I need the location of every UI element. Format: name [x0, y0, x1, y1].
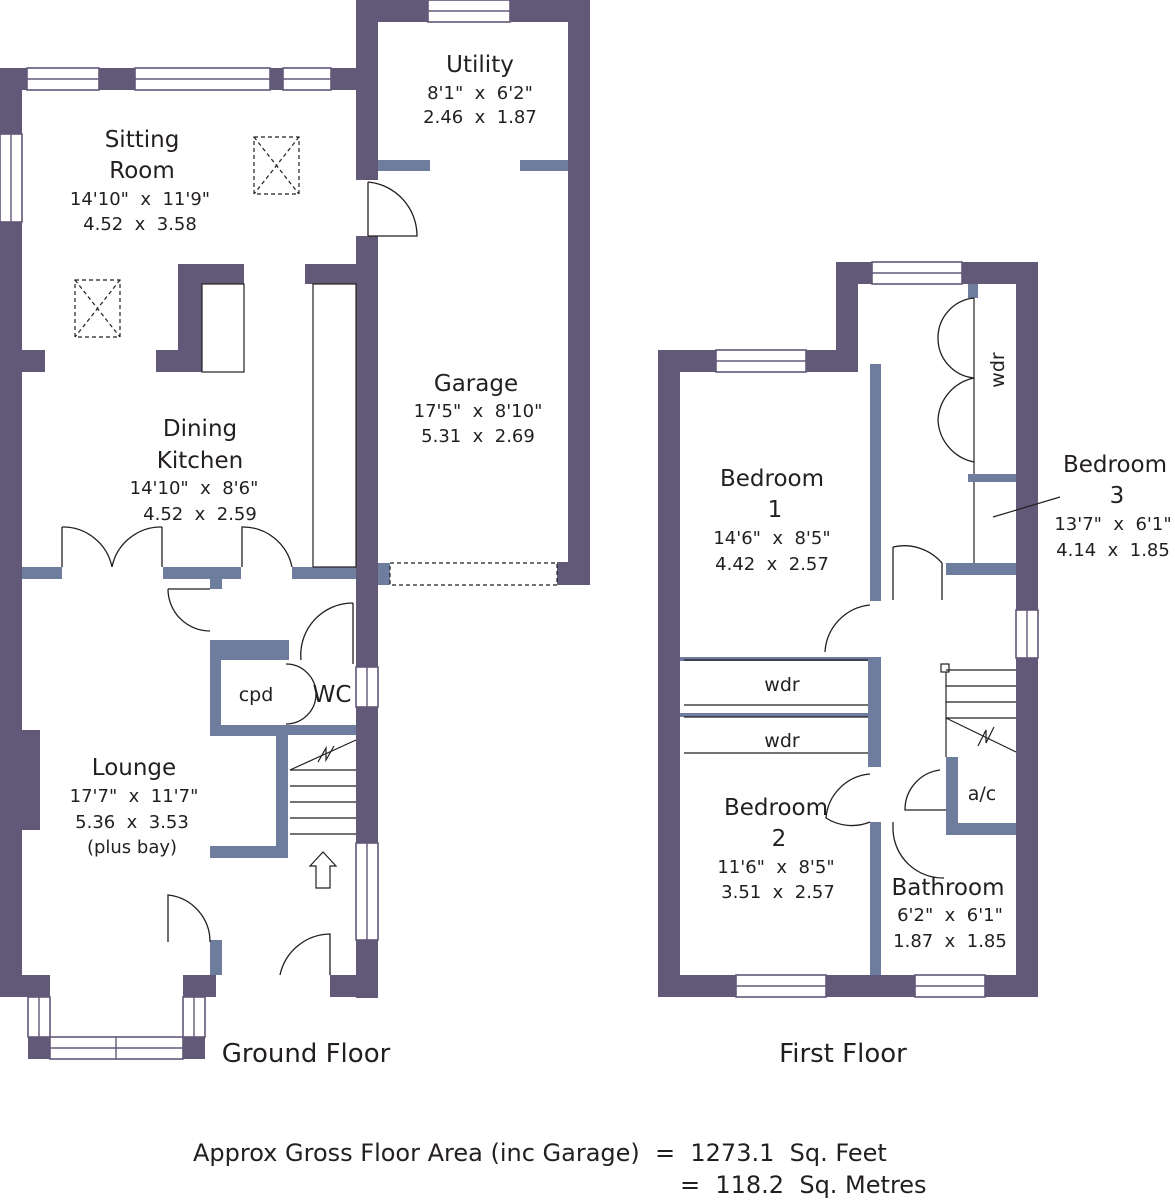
garage-dim-metric: 5.31 x 2.69 [421, 426, 535, 447]
wardrobe-label-top: wdr [764, 674, 800, 696]
bedroom3-dim-imperial: 13'7" x 6'1" [1054, 514, 1171, 535]
wardrobe-label-middle: wdr [764, 730, 800, 752]
first-floor-stairs [940, 663, 1017, 757]
lounge-dim-imperial: 17'7" x 11'7" [70, 786, 199, 807]
bedroom2-dim-metric: 3.51 x 2.57 [721, 882, 835, 903]
garage-dim-imperial: 17'5" x 8'10" [414, 401, 543, 422]
bedroom2-label-2: 2 [772, 826, 787, 852]
ground-floor-label: Ground Floor [222, 1039, 391, 1069]
ground-floor-stairs [289, 739, 357, 889]
bedroom3-dim-metric: 4.14 x 1.85 [1056, 540, 1170, 561]
utility-dim-metric: 2.46 x 1.87 [423, 107, 537, 128]
gross-area-line1: Approx Gross Floor Area (inc Garage) = 1… [193, 1139, 887, 1167]
wardrobe-label-bedroom3: wdr [987, 352, 1009, 388]
garage-label: Garage [434, 371, 518, 397]
cpd-label: cpd [239, 684, 274, 706]
ac-label: a/c [968, 783, 997, 805]
bedroom1-label-1: Bedroom [720, 466, 824, 492]
first-floor-plan [658, 261, 1061, 998]
dining-kitchen-dim-metric: 4.52 x 2.59 [143, 504, 257, 525]
bathroom-dim-metric: 1.87 x 1.85 [893, 931, 1007, 952]
lounge-dim-metric: 5.36 x 3.53 [75, 812, 189, 833]
dining-kitchen-label-2: Kitchen [157, 448, 243, 474]
bedroom1-dim-imperial: 14'6" x 8'5" [713, 528, 830, 549]
bedroom2-dim-imperial: 11'6" x 8'5" [717, 857, 834, 878]
lounge-label: Lounge [92, 755, 176, 781]
bathroom-dim-imperial: 6'2" x 6'1" [897, 905, 1003, 926]
dining-kitchen-dim-imperial: 14'10" x 8'6" [130, 478, 259, 499]
utility-dim-imperial: 8'1" x 6'2" [427, 83, 533, 104]
dining-kitchen-label-1: Dining [163, 416, 237, 442]
bedroom3-label-1: Bedroom [1063, 452, 1167, 478]
first-floor-label: First Floor [779, 1039, 907, 1069]
wc-label: WC [313, 682, 352, 708]
bedroom1-label-2: 1 [768, 497, 783, 523]
utility-label: Utility [446, 52, 514, 78]
bedroom1-dim-metric: 4.42 x 2.57 [715, 554, 829, 575]
lounge-note: (plus bay) [87, 837, 177, 858]
bathroom-label: Bathroom [892, 875, 1005, 901]
bedroom3-label-2: 3 [1110, 483, 1125, 509]
sitting-room-dim-metric: 4.52 x 3.58 [83, 214, 197, 235]
sitting-room-dim-imperial: 14'10" x 11'9" [70, 189, 210, 210]
bedroom2-label-1: Bedroom [724, 795, 828, 821]
gross-area-line2: = 118.2 Sq. Metres [680, 1171, 927, 1199]
ground-floor-plan [0, 0, 590, 1060]
sitting-room-label-2: Room [109, 158, 175, 184]
sitting-room-label-1: Sitting [105, 127, 180, 153]
